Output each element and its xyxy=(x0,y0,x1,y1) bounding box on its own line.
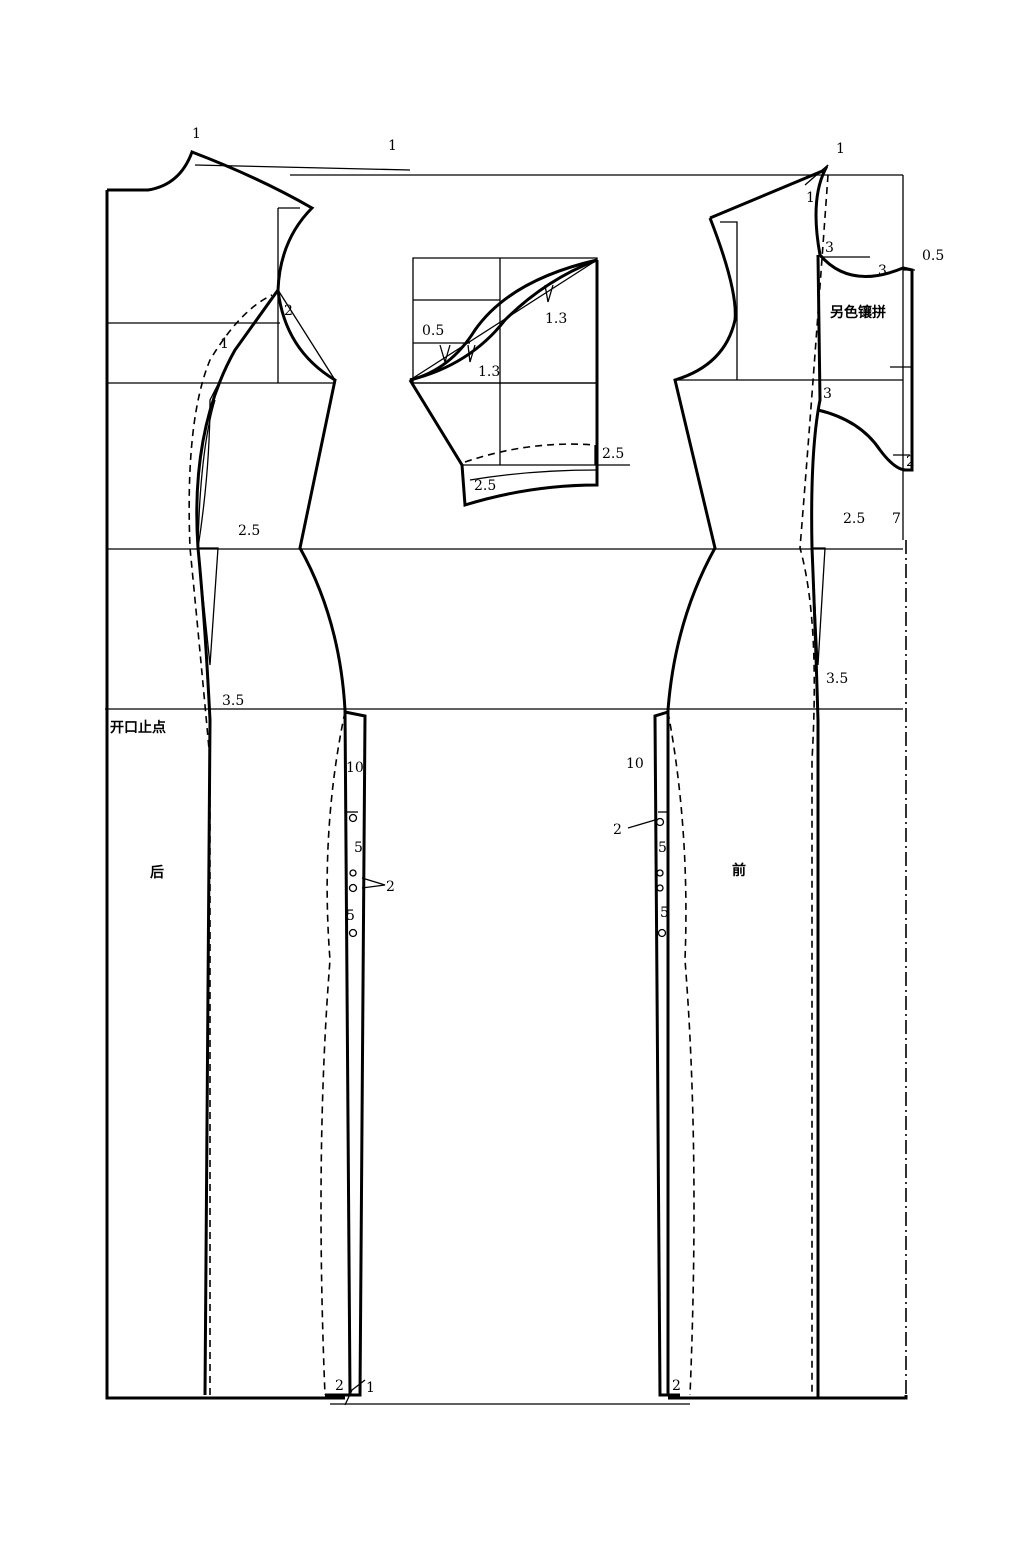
dim-front-center-7: 7 xyxy=(892,511,901,527)
dim-sleeve-cap-lower: 1.3 xyxy=(478,364,500,380)
dim-back-button-count: 2 xyxy=(386,879,395,895)
dim-front-button-count: 2 xyxy=(613,822,622,838)
frame-lines xyxy=(105,164,908,1405)
dim-back-slit: 10 xyxy=(346,760,364,776)
dim-front-button-5a: 5 xyxy=(658,840,667,856)
button-front-1 xyxy=(655,817,665,827)
dim-back-button-5a: 5 xyxy=(354,840,363,856)
button-back-3 xyxy=(348,883,358,893)
dim-sleeve-cuff-right: 2.5 xyxy=(602,446,624,462)
dim-front-placket-3: 3 xyxy=(823,386,832,402)
contrast-panel-label: 另色镶拼 xyxy=(830,304,886,321)
front-piece-label: 前 xyxy=(732,862,746,879)
dim-sleeve-cap-upper: 1.3 xyxy=(545,311,567,327)
dim-back-hem-left: 2 xyxy=(335,1378,344,1394)
dim-front-neck-drop: 1 xyxy=(806,190,815,206)
dim-back-top-line: 1 xyxy=(388,138,397,154)
button-back-2 xyxy=(349,869,357,877)
dim-sleeve-cuff-bottom: 2.5 xyxy=(474,478,496,494)
button-back-1 xyxy=(348,813,358,823)
sleeve-piece xyxy=(408,257,630,507)
button-front-4 xyxy=(657,928,667,938)
button-back-4 xyxy=(348,928,358,938)
dim-back-shoulder-top: 1 xyxy=(192,126,201,142)
dim-back-armhole: 2 xyxy=(284,303,293,319)
dim-back-waist-dart: 2.5 xyxy=(238,523,260,539)
dim-front-hip-dart: 3.5 xyxy=(826,671,848,687)
back-piece-label: 后 xyxy=(150,864,164,881)
dim-back-hip-dart: 3.5 xyxy=(222,693,244,709)
button-front-2 xyxy=(656,869,664,877)
dim-front-waist-dart: 2.5 xyxy=(843,511,865,527)
dim-front-neck-ext: 0.5 xyxy=(922,248,944,264)
back-piece xyxy=(107,150,386,1406)
front-piece xyxy=(627,164,915,1398)
back-slit-stop-label: 开口止点 xyxy=(110,719,166,736)
button-front-3 xyxy=(656,884,664,892)
dim-front-neck-3a: 3 xyxy=(825,240,834,256)
dim-back-hem-right: 1 xyxy=(366,1380,375,1396)
dim-back-button-5b: 5 xyxy=(346,908,355,924)
dim-back-dart-top: 1 xyxy=(220,336,229,352)
dim-front-placket-2: 2 xyxy=(906,454,915,470)
dim-front-neck-3b: 3 xyxy=(878,263,887,279)
dim-front-button-5b: 5 xyxy=(660,905,669,921)
dim-front-slit: 10 xyxy=(626,756,644,772)
dim-front-shoulder-top: 1 xyxy=(836,141,845,157)
dim-front-hem: 2 xyxy=(672,1378,681,1394)
dim-sleeve-cap-ease: 0.5 xyxy=(422,323,444,339)
